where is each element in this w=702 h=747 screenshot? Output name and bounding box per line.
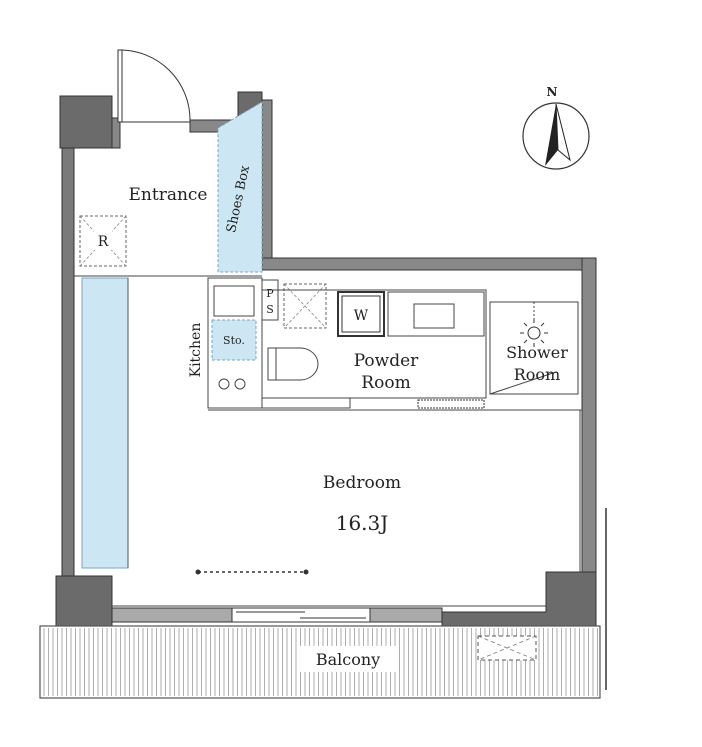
- bottom-wall-right: [369, 607, 443, 623]
- entrance-door: [117, 49, 191, 123]
- closet: [81, 277, 129, 569]
- exterior-walls: [55, 91, 597, 629]
- compass-needle-light: [555, 103, 571, 162]
- kitchen-storage: [211, 319, 257, 361]
- balcony-label-bg: [300, 646, 396, 672]
- kitchen-sink: [213, 285, 255, 317]
- water-heater-cross-2: [283, 283, 327, 329]
- vanity-sink: [413, 303, 455, 329]
- bedroom: Bedroom 16.3J: [112, 410, 581, 607]
- top-left-column: [59, 95, 113, 149]
- pipe-space-p: P: [266, 287, 274, 300]
- shower-rays: [520, 319, 548, 347]
- balcony-area: Balcony: [39, 508, 607, 699]
- ceiling-rail-end-right: [303, 569, 309, 575]
- shower-room-label-1: Shower: [506, 343, 568, 362]
- kitchen-label: Kitchen: [188, 323, 204, 378]
- shower-door-swing: [489, 371, 557, 395]
- top-wall-left: [111, 117, 121, 149]
- balcony-window: [231, 607, 371, 623]
- kitchen: Sto. Kitchen: [188, 277, 263, 409]
- entrance-label: Entrance: [129, 185, 208, 205]
- powder-room-outline: [261, 289, 487, 399]
- pipe-space: P S: [261, 279, 279, 321]
- balcony-label: Balcony: [316, 650, 380, 669]
- toilet: [267, 347, 319, 381]
- shower-room-label-2: Room: [514, 365, 560, 384]
- refrigerator: R: [79, 215, 127, 267]
- outdoor-unit-cross-2: [477, 635, 537, 661]
- washer-inner: [341, 295, 381, 333]
- bottom-left-column: [55, 575, 113, 627]
- stove-burner-1: [218, 378, 230, 390]
- shoebox-right-wall: [261, 99, 273, 269]
- window-frame: [231, 607, 371, 623]
- refrigerator-label-bg: [94, 230, 112, 250]
- ceiling-rail-end-left: [195, 569, 201, 575]
- storage-label: Sto.: [223, 334, 245, 347]
- refrigerator-cross-2: [79, 215, 127, 267]
- washer-label: W: [354, 308, 369, 324]
- left-wall: [61, 147, 75, 579]
- refrigerator-cross-1: [79, 215, 127, 267]
- bottom-wall-left: [111, 607, 233, 623]
- north-label: N: [547, 85, 558, 99]
- shower-head-icon: [527, 326, 541, 340]
- refrigerator-label: R: [98, 234, 109, 250]
- shoes-box-fill: [217, 101, 263, 273]
- shower-room: Shower Room: [489, 301, 579, 395]
- water-heater: [283, 283, 327, 329]
- sliding-door-track: [417, 399, 485, 409]
- bedroom-size-label: 16.3J: [336, 511, 389, 535]
- stove-burner-2: [234, 378, 246, 390]
- compass-needle-dark: [545, 104, 558, 166]
- bottom-right-column: [441, 571, 597, 627]
- powder-room-label-1: Powder: [354, 351, 419, 371]
- powder-room: W Powder Room: [261, 289, 487, 399]
- bedroom-label: Bedroom: [323, 473, 401, 493]
- north-compass: N: [522, 85, 590, 170]
- shoes-box: Shoes Box: [217, 101, 263, 273]
- door-swing-arc: [119, 49, 191, 121]
- powder-room-label-2: Room: [361, 373, 410, 393]
- wet-area-top-wall: [261, 257, 597, 271]
- door-leaf: [117, 49, 123, 123]
- powder-room-door: [261, 397, 351, 409]
- pipe-space-s: S: [266, 303, 274, 316]
